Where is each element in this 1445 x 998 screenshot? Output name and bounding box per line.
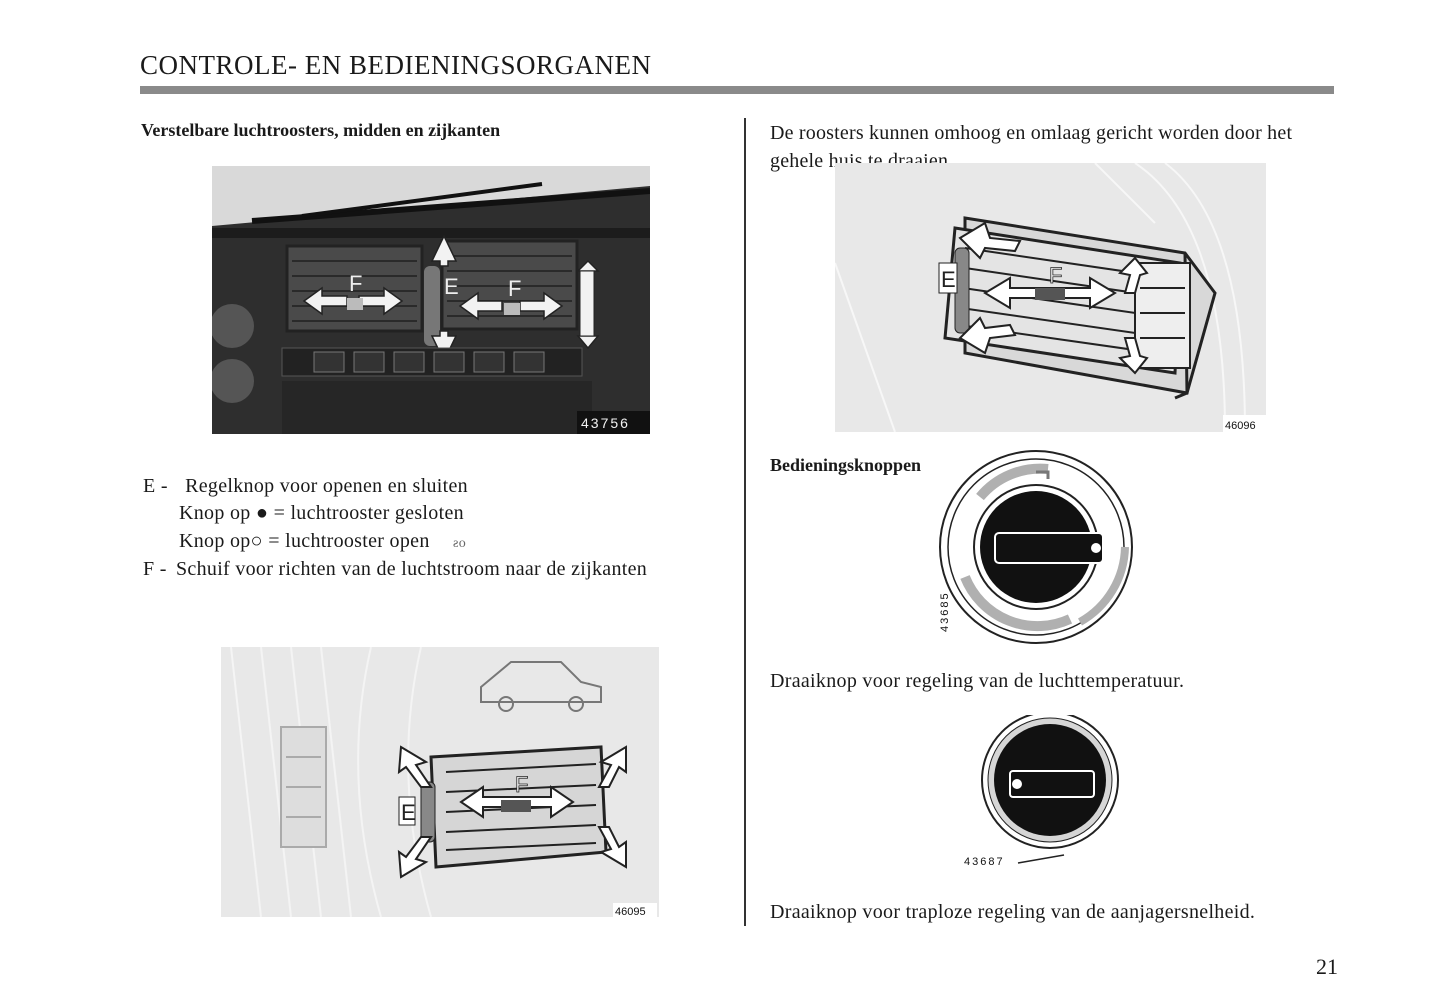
dashboard-vents-photo: F E F 43756 <box>212 166 650 434</box>
closed-dot-icon: ● <box>255 502 269 524</box>
legend-e: E - Regelknop voor openen en sluiten <box>143 475 468 498</box>
legend-knop-closed: Knop op ● = luchtrooster gesloten <box>179 502 464 525</box>
legend-e-prefix: E - <box>143 475 168 497</box>
stray-mark: ƨo <box>452 536 467 551</box>
side-vent-illustration: E F 46095 <box>221 647 659 917</box>
page-title: CONTROLE- EN BEDIENINGSORGANEN <box>140 50 652 80</box>
temperature-knob-caption: Draaiknop voor regeling van de luchttemp… <box>770 670 1185 692</box>
column-divider <box>744 118 746 926</box>
center-vent-illustration: E F 46096 <box>835 163 1266 432</box>
legend-knop-label: Knop op <box>179 530 251 552</box>
legend-f-prefix: F - <box>143 558 167 580</box>
vent-label-f: F <box>1049 263 1062 288</box>
vent-label-e: E <box>401 800 416 825</box>
figure-number-43756: 43756 <box>581 415 630 431</box>
legend-open-text: = luchtrooster open <box>268 530 430 552</box>
vent-label-e: E <box>444 274 459 299</box>
title-rule <box>140 86 1334 94</box>
vent-label-e: E <box>941 267 956 292</box>
section-heading-vents: Verstelbare luchtroosters, midden en zij… <box>141 120 501 140</box>
legend-knop-label: Knop op <box>179 502 251 524</box>
legend-f-text: Schuif voor richten van de luchtstroom n… <box>176 558 648 580</box>
vent-label-f: F <box>515 772 528 797</box>
vent-label-f-right: F <box>508 276 521 301</box>
figure-number-46095: 46095 <box>615 906 646 917</box>
vent-label-f-left: F <box>349 271 362 296</box>
figure-number-46096: 46096 <box>1225 420 1256 432</box>
fan-knob-caption: Draaiknop voor traploze regeling van de … <box>770 901 1256 923</box>
section-heading-knoppen: Bedieningsknoppen <box>770 455 922 475</box>
fan-speed-knob-illustration: 43687 <box>960 711 1130 875</box>
temperature-knob-illustration: 43685 <box>930 447 1140 657</box>
legend-closed-text: = luchtrooster gesloten <box>273 502 464 524</box>
figure-number-43687: 43687 <box>964 856 1005 868</box>
open-circle-icon: ○ <box>250 530 263 552</box>
figure-number-43685: 43685 <box>939 591 951 632</box>
legend-f: F - Schuif voor richten van de luchtstro… <box>143 558 647 581</box>
page-number: 21 <box>1316 954 1338 979</box>
legend-knop-open: Knop op○ = luchtrooster open ƨo <box>179 530 466 553</box>
legend-e-text: Regelknop voor openen en sluiten <box>185 475 468 497</box>
